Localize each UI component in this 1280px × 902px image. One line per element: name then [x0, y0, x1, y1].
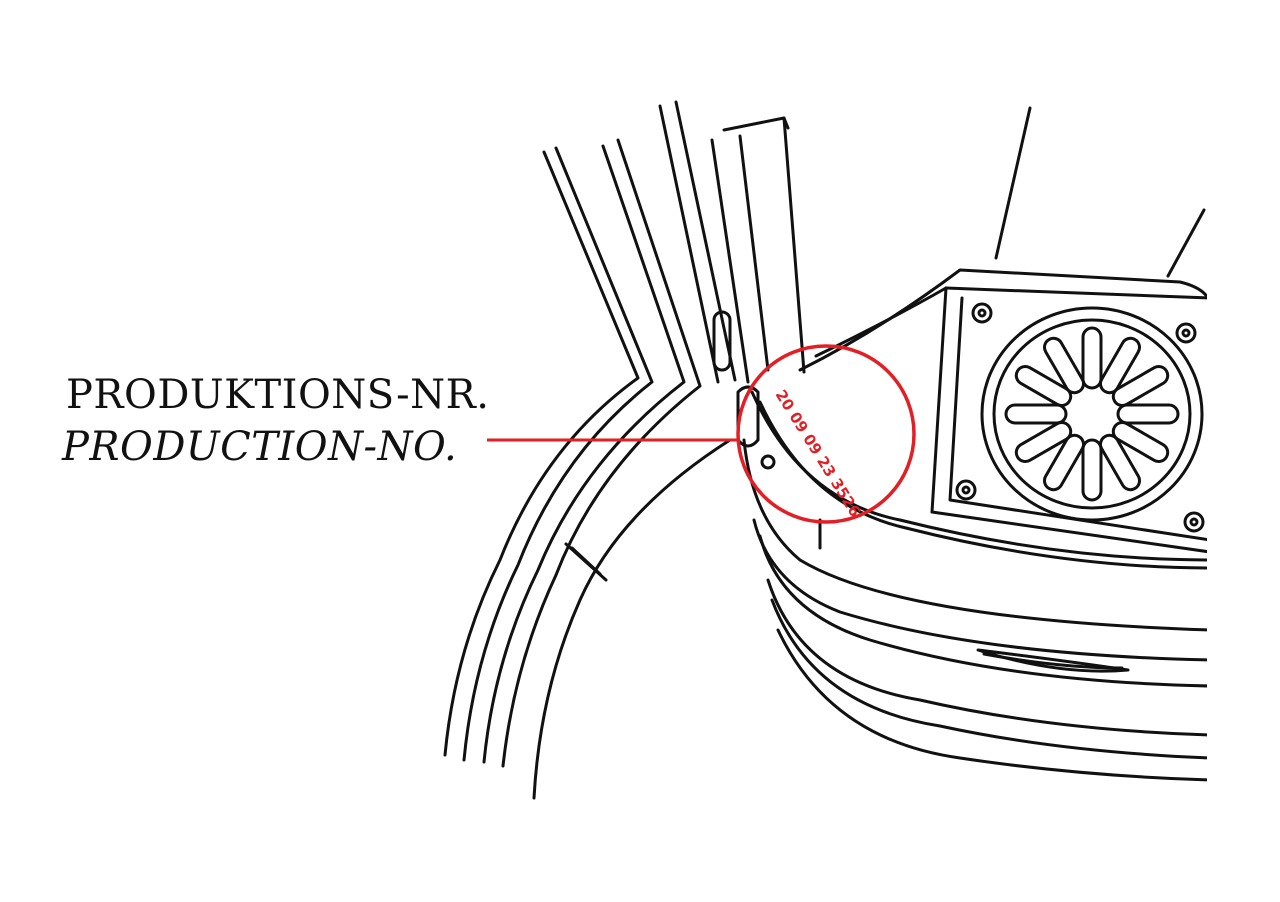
- fan-slot: [1014, 365, 1073, 407]
- side-post: [710, 116, 806, 470]
- fan-slot: [1099, 433, 1141, 492]
- fan-slot: [1043, 433, 1085, 492]
- stove-body-bands: [742, 390, 1207, 782]
- fan-slot: [1116, 403, 1180, 425]
- fan-slot: [1014, 421, 1073, 463]
- fan-slot: [1004, 403, 1068, 425]
- fan-slots: [1004, 326, 1180, 502]
- stove-housing: [798, 106, 1207, 554]
- fan-grille-icon: [980, 306, 1204, 522]
- fan-slot: [1111, 421, 1170, 463]
- fan-slot: [1081, 326, 1103, 390]
- screw-icon: [955, 302, 1205, 533]
- fan-slot: [1111, 365, 1170, 407]
- production-number-label-german: PRODUKTIONS-NR.: [66, 372, 490, 418]
- callout-circle: [736, 344, 916, 524]
- door-frame-lines: [443, 100, 737, 800]
- production-number-label-english: PRODUCTION-NO.: [62, 424, 458, 470]
- fan-slot: [1099, 336, 1141, 395]
- serial-number: 20 09 09 23 3526: [772, 387, 865, 520]
- fan-slot: [1081, 438, 1103, 502]
- fan-slot: [1043, 336, 1085, 395]
